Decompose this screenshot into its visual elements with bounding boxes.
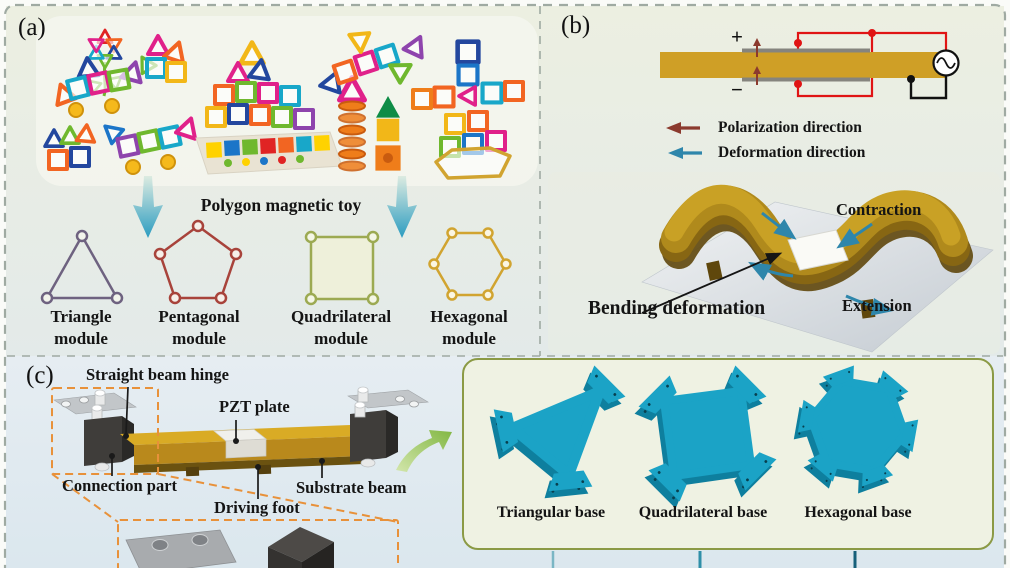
wire-junction-dots [794, 29, 876, 88]
down-arrow-icon-left [133, 176, 163, 238]
polygonal-bases [489, 365, 919, 509]
triangle-module-shape [40, 229, 124, 305]
ground-wire [909, 76, 948, 100]
top-electrode [742, 48, 870, 53]
substrate-beam-label: Substrate beam [296, 478, 407, 497]
bending-pointer-arrow [641, 252, 783, 314]
extension-label: Extension [842, 296, 912, 315]
legend-polarization: Polarization direction [718, 119, 862, 136]
legend-deformation: Deformation direction [718, 144, 866, 161]
part-pointer-lines [109, 386, 325, 499]
toy-tile-row [43, 122, 98, 171]
piezo-beam [660, 52, 945, 78]
connection-part-label: Connection part [62, 476, 178, 495]
module-label-hexagonal: Hexagonal module [430, 307, 508, 349]
wave-foot-left [706, 260, 723, 281]
bottom-electrode [742, 77, 870, 82]
pzt-patch [787, 229, 849, 271]
panel-b-tag: (b) [561, 12, 591, 39]
polarization-arrow-icon [666, 122, 700, 134]
module-label-quadrilateral: Quadrilateral module [290, 307, 392, 349]
deformation-direction-arrows [748, 211, 895, 316]
connection-part-detail [125, 529, 237, 568]
bending-deformation-illustration [548, 172, 1000, 354]
panel-borders [3, 3, 1007, 568]
down-arrow-icon-right [387, 176, 417, 238]
polygon-toy-caption: Polygon magnetic toy [200, 195, 362, 215]
negative-sign: − [731, 77, 743, 102]
square-module-shape [304, 230, 380, 306]
magnetic-toys-illustration [43, 28, 525, 180]
bending-deformation-label: Bending deformation [588, 298, 766, 319]
panel-c-tag: (c) [26, 362, 54, 389]
hexagonal-base-shape [797, 365, 919, 487]
module-label-pentagonal: Pentagonal module [158, 307, 240, 349]
piezo-circuit-diagram [660, 29, 960, 100]
deformation-arrow-icon [668, 147, 702, 159]
contraction-label: Contraction [836, 200, 922, 219]
quadrilateral-base-shape [638, 365, 777, 502]
driving-foot-detail [268, 527, 334, 568]
positive-sign: + [731, 24, 743, 49]
right-standoffs [354, 386, 369, 418]
pentagon-module-shape [153, 219, 243, 305]
pzt-plate-label: PZT plate [219, 397, 290, 416]
straight-beam-hinge-label: Straight beam hinge [86, 365, 230, 384]
ac-source-icon [932, 49, 960, 77]
ground-dot [907, 75, 915, 83]
module-label-triangle: Triangle module [50, 307, 112, 349]
left-standoffs [91, 389, 106, 421]
toy-cube-house [375, 96, 401, 171]
panel-a-tag: (a) [18, 14, 46, 41]
driving-foot-label: Driving foot [214, 498, 300, 517]
triangular-base-shape [493, 365, 626, 492]
base-connector-lines [551, 551, 857, 568]
actuator-assembly [53, 386, 429, 477]
triangular-base-label: Triangular base [496, 504, 606, 521]
callout-dashed-boxes [51, 387, 399, 568]
toy-windmill [411, 42, 525, 180]
quadrilateral-base-label: Quadrilateral base [638, 504, 768, 521]
hexagon-module-shape [428, 227, 512, 301]
zoom-arrow-icon [396, 430, 452, 472]
polarization-arrows [753, 38, 761, 85]
toy-castle [195, 43, 343, 175]
hexagonal-base-label: Hexagonal base [804, 504, 912, 521]
